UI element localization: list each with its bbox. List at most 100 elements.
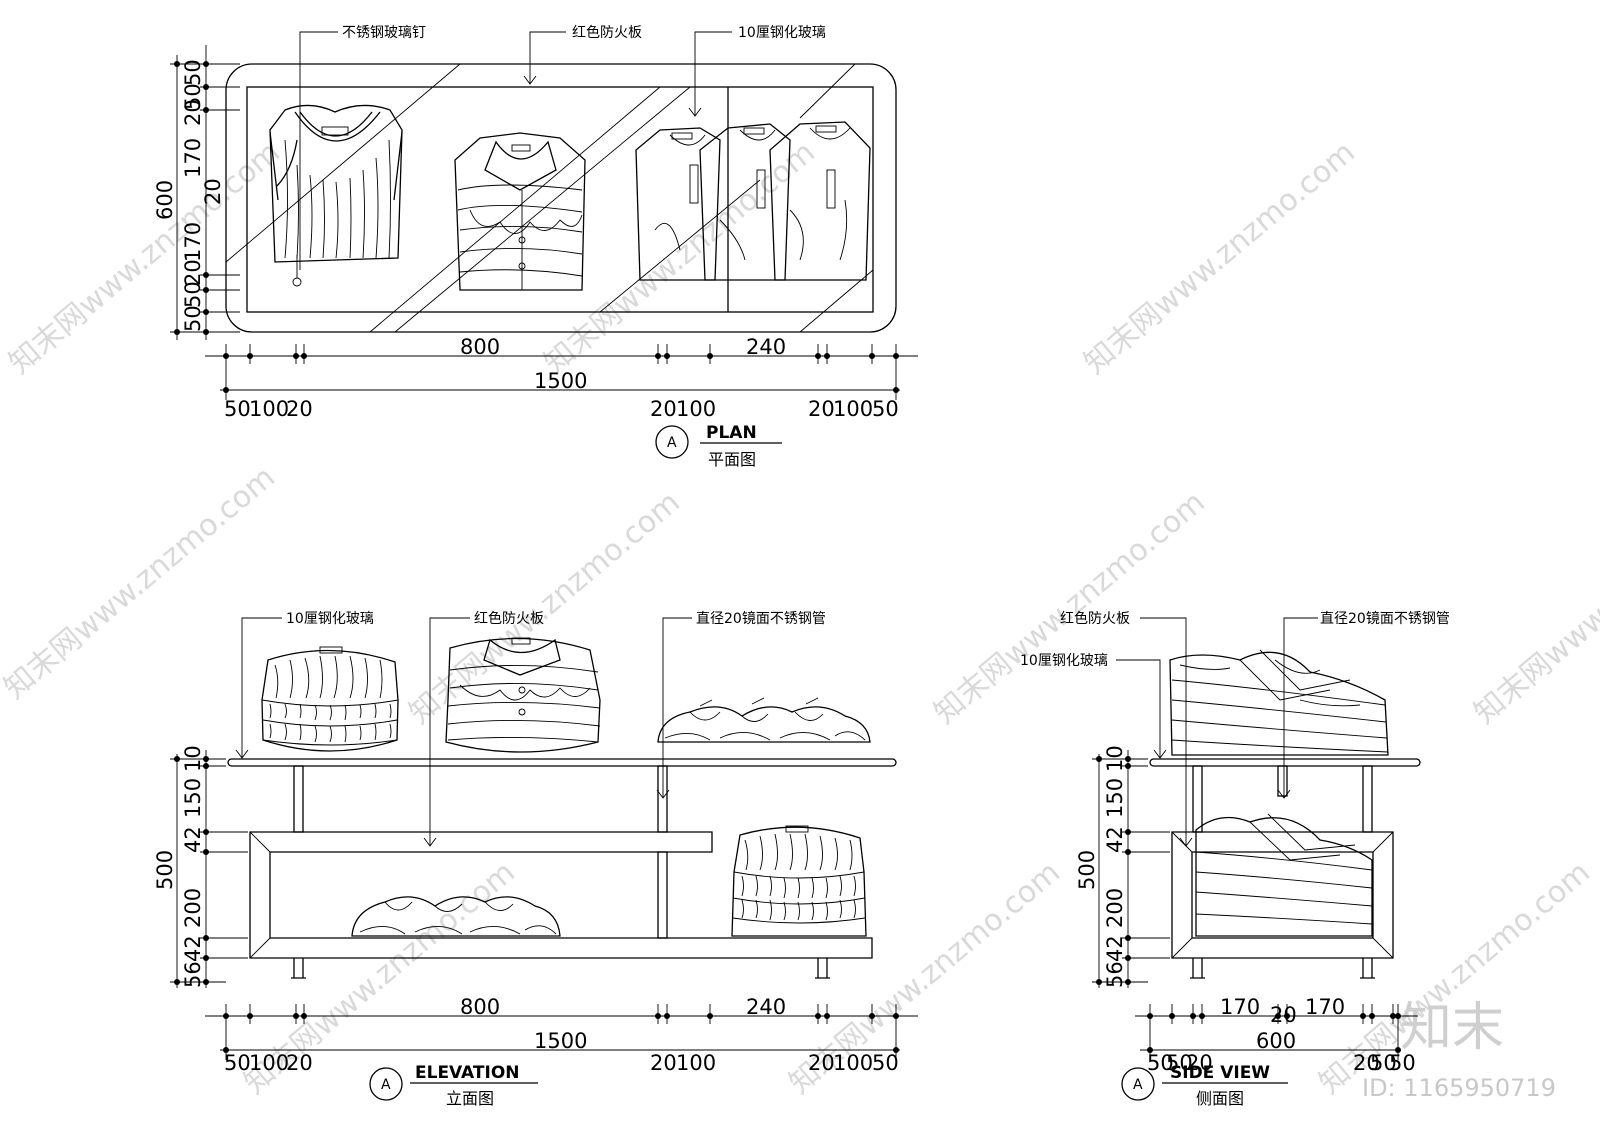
view-marker-circle: [655, 425, 689, 459]
dim-elev-l50: 50: [224, 1051, 251, 1075]
label-steel-pipe: 直径20镜面不锈钢管: [1320, 610, 1450, 627]
label-tempered-glass: 10厘钢化玻璃: [286, 610, 374, 627]
dim-elev-240: 240: [746, 995, 786, 1019]
dim-plan-800: 800: [460, 335, 500, 359]
plan-outer-board: [225, 63, 897, 333]
side-post: [1362, 765, 1373, 833]
elev-post: [657, 851, 668, 939]
dim-elev-r100: 100: [833, 1051, 873, 1075]
watermark-text: 知末网www.znzmo.com: [403, 485, 687, 731]
dim-elev-1500: 1500: [534, 1029, 587, 1053]
dim-elev-200: 200: [181, 888, 205, 928]
dim-plan-20c: 20: [181, 259, 205, 286]
side-callouts: 红色防火板 10厘钢化玻璃 直径20镜面不锈钢管: [1020, 610, 1450, 847]
dim-side-l50: 50: [1147, 1051, 1174, 1075]
dim-plan-20b: 20: [201, 178, 225, 205]
folded-shirt-plan: [454, 132, 586, 291]
dim-plan-1500: 1500: [534, 369, 587, 393]
dim-elev-800: 800: [460, 995, 500, 1019]
side-title-block: A SIDE VIEW 侧面图: [1121, 1063, 1288, 1108]
glass-hatch: [369, 86, 661, 333]
plan-title-block: A PLAN 平面图: [655, 423, 782, 469]
dim-plan-50b: 50: [181, 83, 205, 110]
dim-side-150: 150: [1103, 778, 1127, 818]
dim-side-r50b: 50: [1389, 1051, 1416, 1075]
elev-post: [293, 765, 304, 833]
dim-plan-r20: 20: [808, 397, 835, 421]
dim-plan-r100: 100: [833, 397, 873, 421]
dim-side-42a: 42: [1103, 826, 1127, 853]
polo-stack-lower: [351, 896, 561, 937]
sweater-stack-elevation: [261, 646, 399, 752]
view-marker-letter: A: [667, 435, 677, 451]
watermark-text: 知末网www.znzmo.com: [1078, 135, 1362, 381]
view-marker-letter: A: [1133, 1077, 1143, 1093]
dim-side-r50: 50: [1370, 1051, 1397, 1075]
folded-polos-plan: [635, 121, 871, 281]
clothes-stack-side-top: [1169, 649, 1389, 756]
label-red-board: 红色防火板: [474, 610, 544, 627]
label-pin: 不锈钢玻璃钉: [342, 24, 426, 41]
watermark-text: 知末网www.znzmo.com: [3, 135, 287, 381]
watermark-logo: 知末: [1400, 998, 1504, 1058]
side-foot: [1190, 958, 1205, 979]
side-post: [1192, 765, 1203, 833]
dim-side-42b: 42: [1103, 935, 1127, 962]
elevation-dims-left: 500 10 150 42 200 42 56: [153, 745, 248, 988]
elev-foot: [291, 958, 306, 979]
dim-side-r20: 20: [1353, 1051, 1380, 1075]
plan-callouts: 不锈钢玻璃钉 红色防火板 10厘钢化玻璃: [299, 24, 826, 270]
label-steel-pipe: 直径20镜面不锈钢管: [696, 610, 826, 627]
view-marker-circle: [369, 1067, 403, 1101]
dim-side-56: 56: [1103, 961, 1127, 988]
dim-side-170b: 170: [1305, 995, 1345, 1019]
dim-elev-r50: 50: [872, 1051, 899, 1075]
plan-subtitle: 平面图: [708, 450, 756, 469]
dim-side-height: 500: [1075, 850, 1099, 890]
elev-foot: [815, 958, 830, 979]
elevation-dims-bottom: 800 240 1500 50 100 20 20 100 20 100 50: [205, 995, 918, 1075]
dim-plan-20a: 20: [181, 99, 205, 126]
shirt-stack-elevation: [445, 637, 601, 753]
glass-hatch: [225, 63, 461, 263]
dim-side-l20: 20: [1186, 1051, 1213, 1075]
watermark-text: 知末网www.znzmo.com: [1468, 485, 1600, 731]
elevation-view: 10厘钢化玻璃 红色防火板 直径20镜面不锈钢管 500 10 150 42 2…: [153, 610, 918, 1108]
watermark-text: 知末网www.znzmo.com: [0, 460, 282, 706]
side-dims-left: 500 10 150 42 200 42 56: [1075, 745, 1170, 988]
dim-plan-170a: 170: [181, 138, 205, 178]
dim-side-170a: 170: [1220, 995, 1260, 1019]
dim-plan-l100: 100: [249, 397, 289, 421]
dim-side-200: 200: [1103, 888, 1127, 928]
side-view: 红色防火板 10厘钢化玻璃 直径20镜面不锈钢管 500 10 150 42 2…: [1020, 610, 1450, 1108]
side-lower-box: [1171, 831, 1394, 959]
dim-elev-m20: 20: [650, 1051, 677, 1075]
glass-hatch: [599, 179, 761, 313]
elevation-callouts: 10厘钢化玻璃 红色防火板 直径20镜面不锈钢管: [235, 610, 826, 847]
glass-hatch: [394, 86, 691, 333]
dim-elev-m100: 100: [676, 1051, 716, 1075]
side-subtitle: 侧面图: [1196, 1089, 1244, 1108]
watermark-id: ID: 1165950719: [1362, 1074, 1556, 1102]
plan-title: PLAN: [706, 423, 757, 443]
dim-plan-l50: 50: [224, 397, 251, 421]
dim-plan-depth: 600: [153, 180, 177, 220]
label-tempered-glass: 10厘钢化玻璃: [738, 24, 826, 41]
dim-plan-m100: 100: [676, 397, 716, 421]
folded-sweater-plan: [269, 104, 403, 287]
dim-elev-42a: 42: [181, 826, 205, 853]
elev-glass-top: [227, 758, 897, 767]
dim-side-10: 10: [1103, 745, 1127, 772]
dim-elev-10: 10: [181, 745, 205, 772]
label-red-board: 红色防火板: [1060, 610, 1130, 627]
label-tempered-glass: 10厘钢化玻璃: [1020, 652, 1108, 669]
dim-plan-50a: 50: [181, 59, 205, 86]
side-title: SIDE VIEW: [1170, 1063, 1270, 1083]
clothes-stack-side-lower: [1195, 813, 1373, 937]
dim-elev-42b: 42: [181, 935, 205, 962]
side-glass-top: [1149, 758, 1421, 767]
dim-plan-50d: 50: [181, 305, 205, 332]
plan-dims-left: 600 50 50 20 170 20 170 20 50 50: [153, 45, 240, 340]
dim-plan-50c: 50: [181, 281, 205, 308]
